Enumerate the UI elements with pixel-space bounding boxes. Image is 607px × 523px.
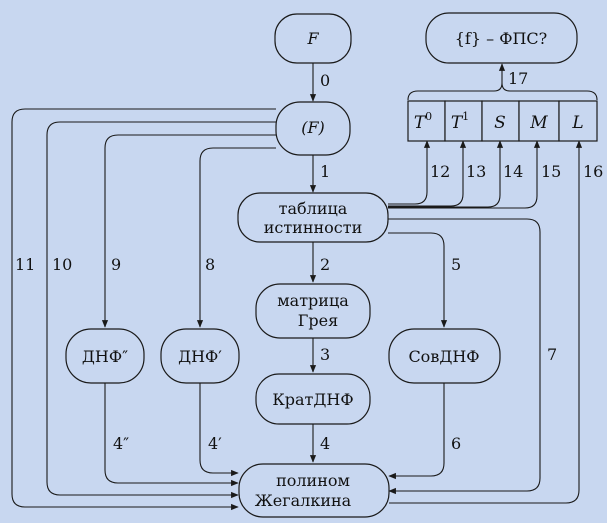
node-dnf-prime-text: ДНФ′ [178, 347, 222, 366]
label-6: 6 [451, 434, 461, 453]
edges [11, 63, 598, 511]
edge-11 [11, 108, 276, 511]
node-F-text: F [306, 29, 319, 48]
post-class-s: S [494, 113, 506, 133]
label-16: 16 [583, 162, 603, 181]
post-class-s-box [481, 100, 520, 142]
node-fps-question: {f} – ФПС? [425, 12, 578, 64]
edge-15 [388, 140, 541, 209]
edge-13 [388, 140, 467, 207]
post-class-t1-box [444, 100, 483, 142]
post-class-t1-letter: T [451, 113, 464, 133]
node-zhegalkin: полином Жегалкина [238, 463, 390, 518]
node-gray-matrix-line2: Грея [298, 311, 338, 330]
post-class-t1-sup: 1 [462, 110, 469, 123]
node-dnf-double-prime-text: ДНФ″ [82, 347, 128, 366]
label-8: 8 [205, 255, 215, 274]
node-gray-matrix-line1: матрица [277, 291, 349, 310]
label-4p: 4′ [208, 434, 222, 453]
label-0: 0 [320, 71, 330, 90]
label-4pp: 4″ [113, 434, 129, 453]
node-truth-table-line1: таблица [279, 199, 348, 218]
post-class-t1: T1 [451, 110, 469, 133]
node-perfect-dnf: СовДНФ [388, 328, 501, 384]
post-class-t0-sup: 0 [425, 110, 432, 123]
label-14: 14 [503, 162, 523, 181]
label-3: 3 [320, 345, 330, 364]
label-15: 15 [541, 162, 561, 181]
label-17: 17 [508, 69, 528, 88]
node-short-dnf: КратДНФ [255, 373, 371, 425]
edge-16 [389, 140, 583, 504]
edge-7 [388, 218, 541, 495]
edge-12 [388, 140, 431, 205]
node-fps-question-text: {f} – ФПС? [455, 29, 548, 48]
edge-4pp [104, 383, 239, 487]
node-truth-table-line2: истинности [264, 218, 363, 237]
label-11: 11 [15, 255, 35, 274]
edge-17-brace [407, 82, 598, 101]
node-gray-matrix: матрица Грея [255, 283, 371, 339]
post-class-m: M [529, 113, 548, 133]
node-short-dnf-text: КратДНФ [272, 390, 353, 409]
node-truth-table: таблица истинности [237, 192, 389, 243]
label-10: 10 [52, 255, 72, 274]
post-class-l-box [558, 100, 598, 142]
label-5: 5 [451, 255, 461, 274]
label-1: 1 [320, 162, 330, 181]
edge-5 [388, 232, 448, 328]
post-class-t0-letter: T [414, 113, 427, 133]
node-F: F [274, 13, 352, 64]
edge-6 [388, 383, 445, 480]
label-4: 4 [320, 434, 330, 453]
edge-8 [196, 147, 276, 328]
edge-10 [46, 121, 276, 499]
edge-14 [388, 140, 504, 208]
label-12: 12 [430, 162, 450, 181]
node-zhegalkin-line1: полином [276, 471, 350, 490]
label-9: 9 [111, 255, 121, 274]
node-dnf-prime: ДНФ′ [160, 328, 240, 384]
edge-labels: 0 1 2 3 4 4′ 4″ 5 6 7 8 9 10 11 12 13 14… [15, 69, 603, 453]
edge-9 [101, 134, 276, 328]
label-13: 13 [466, 162, 486, 181]
label-7: 7 [547, 345, 557, 364]
node-perfect-dnf-text: СовДНФ [408, 347, 479, 366]
post-classes: T0 T1 S M L [407, 100, 598, 142]
node-F-paren-text: (F) [301, 118, 325, 137]
post-class-l: L [571, 113, 583, 133]
label-2: 2 [320, 255, 330, 274]
node-dnf-double-prime: ДНФ″ [65, 328, 145, 384]
node-zhegalkin-line2: Жегалкина [255, 491, 352, 510]
post-class-t0: T0 [414, 110, 432, 133]
node-F-paren: (F) [275, 101, 351, 156]
edge-4p [199, 383, 239, 477]
